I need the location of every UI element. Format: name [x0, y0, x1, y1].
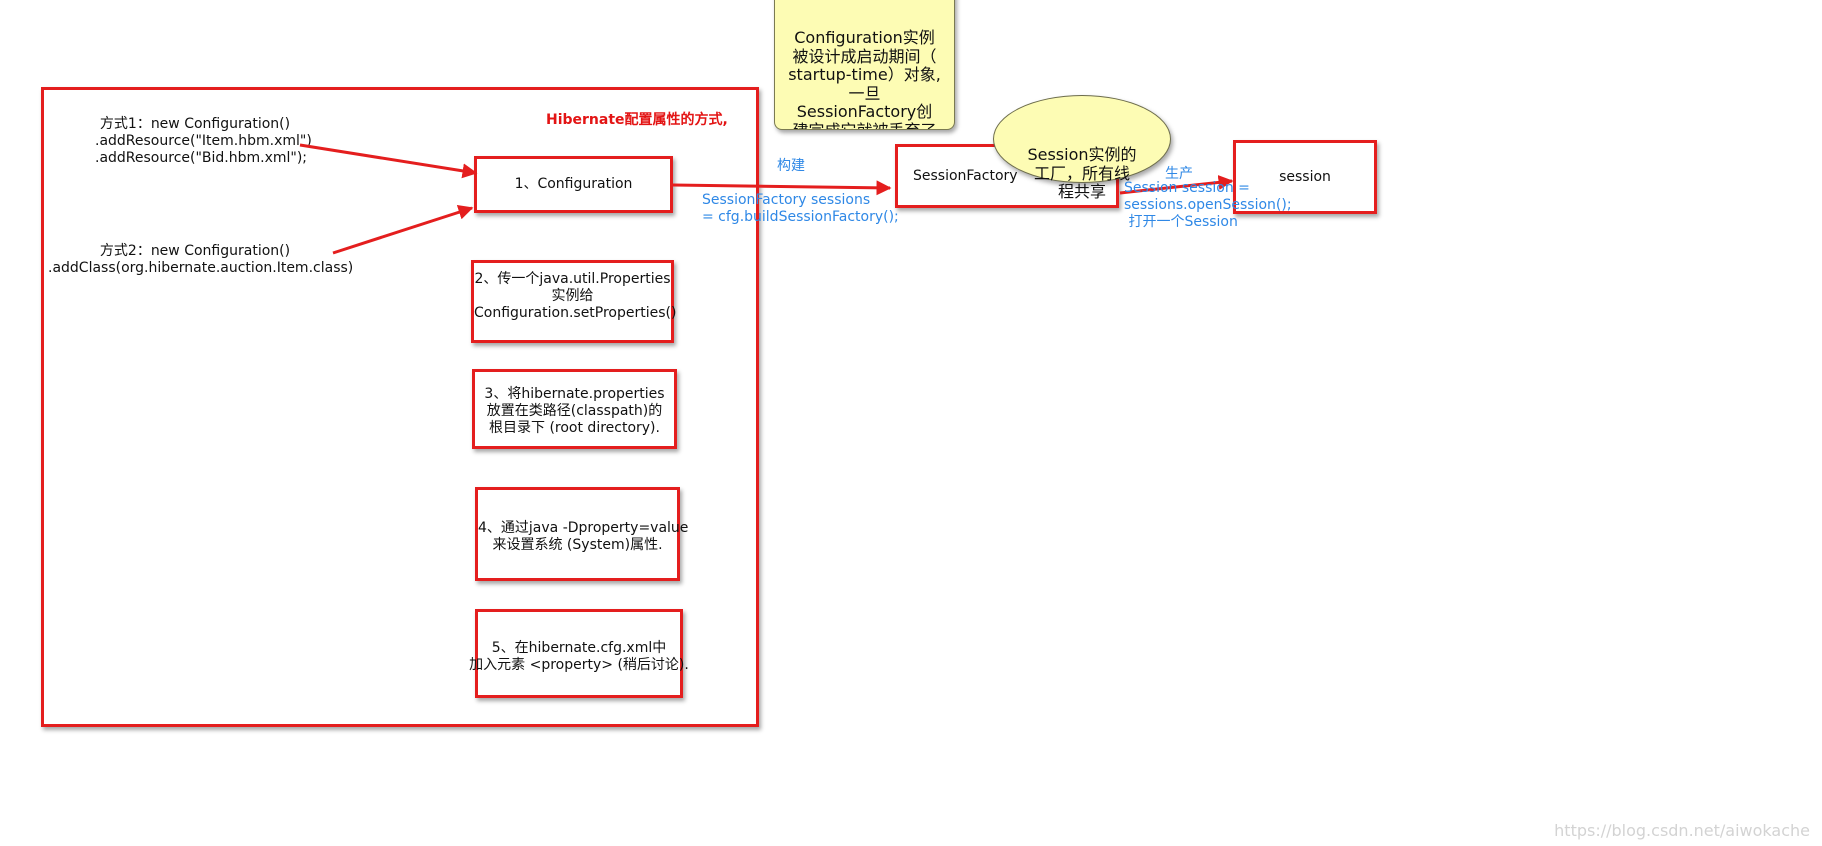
arrow-configuration-to-sessionfactory: [672, 180, 892, 196]
produce-code: Session session = sessions.openSession()…: [1124, 180, 1292, 230]
session-factory-bubble-text: Session实例的 工厂，所有线 程共享: [1027, 145, 1137, 201]
arrow-sessionfactory-to-session: [1119, 174, 1234, 195]
arrow-method2-to-configuration: [332, 205, 474, 255]
step-5-label: 5、在hibernate.cfg.xml中 加入元素 <property> (稍…: [469, 640, 689, 673]
session-factory-label: SessionFactory: [913, 167, 1018, 184]
session-factory-bubble: Session实例的 工厂，所有线 程共享: [993, 95, 1171, 201]
method-2-text: 方式2：new Configuration() .addClass(org.hi…: [48, 243, 354, 276]
build-label: 构建: [777, 158, 805, 174]
step-4-label: 4、通过java -Dproperty=value 来设置系统 (System)…: [478, 520, 689, 553]
arrow-method1-to-configuration: [299, 143, 478, 179]
step-2-properties-box: 2、传一个java.util.Properties 实例给 Configurat…: [471, 260, 677, 343]
step-3-hibernate-properties-box: 3、将hibernate.properties 放置在类路径(classpath…: [472, 369, 677, 449]
configuration-note-text: Configuration实例 被设计成启动期间（ startup-time）对…: [788, 28, 941, 130]
step-1-label: 1、Configuration: [514, 176, 633, 192]
step-5-cfg-xml-box: 5、在hibernate.cfg.xml中 加入元素 <property> (稍…: [469, 609, 689, 698]
produce-label: 生产: [1165, 166, 1193, 182]
step-3-label: 3、将hibernate.properties 放置在类路径(classpath…: [484, 386, 665, 436]
session-box: session: [1233, 140, 1377, 214]
configuration-note: Configuration实例 被设计成启动期间（ startup-time）对…: [774, 0, 955, 130]
watermark: https://blog.csdn.net/aiwokache: [1554, 821, 1810, 840]
step-4-system-property-box: 4、通过java -Dproperty=value 来设置系统 (System)…: [475, 487, 689, 581]
diagram-title: Hibernate配置属性的方式,: [546, 112, 728, 128]
session-label: session: [1279, 168, 1331, 185]
outer-frame: [41, 87, 759, 727]
step-2-label: 2、传一个java.util.Properties 实例给 Configurat…: [474, 271, 677, 321]
step-1-configuration-box: 1、Configuration: [474, 156, 673, 213]
method-1-text: 方式1：new Configuration() .addResource("It…: [95, 116, 312, 166]
build-code: SessionFactory sessions = cfg.buildSessi…: [702, 192, 899, 225]
